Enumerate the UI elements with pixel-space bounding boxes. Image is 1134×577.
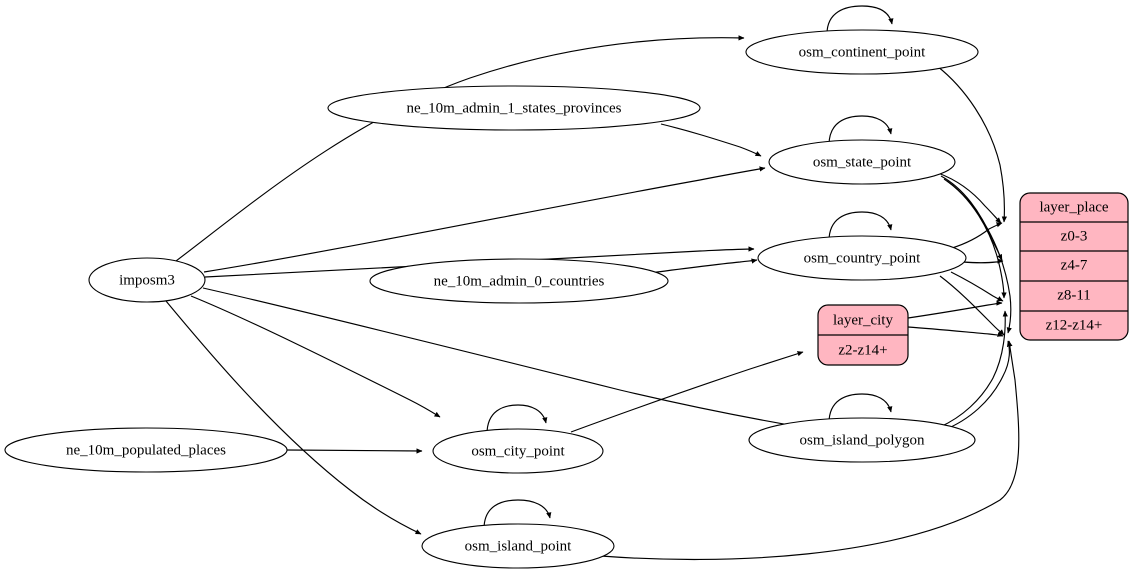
edge-osm-city-point-to-layer-city-z2 [570, 351, 804, 433]
node-imposm3[interactable]: imposm3 [88, 257, 206, 303]
node-layer-city[interactable]: layer_city z2-z14+ [817, 304, 909, 366]
node-label-osm-continent-point: osm_continent_point [799, 44, 926, 60]
edge-osm-country-point-to-layer-place-z4-7 [962, 258, 1004, 264]
node-label-osm-country-point: osm_country_point [804, 250, 921, 266]
edge-imposm3-to-osm-state-point [203, 166, 766, 273]
layer-place-row-z4-7[interactable]: z4-7 [1061, 257, 1088, 273]
edge-imposm3-to-osm-island-polygon [202, 287, 802, 429]
layer-place-body [1019, 192, 1129, 341]
node-label-osm-city-point: osm_city_point [471, 443, 565, 459]
edge-layer-city-to-layer-place-z8-11 [907, 300, 1003, 319]
edge-osm-state-point-to-layer-place-z12 [946, 180, 1012, 334]
edge-osm-country-point-to-layer-place-z0-3 [951, 222, 1003, 249]
node-label-osm-state-point: osm_state_point [813, 154, 912, 170]
edge-osm-state-point-to-layer-place-z0-3 [937, 172, 1002, 224]
edge-imposm3-to-osm-continent-point [175, 35, 745, 262]
node-ne-10m-populated-places[interactable]: ne_10m_populated_places [4, 427, 288, 473]
layer-city-row-z2-z14[interactable]: z2-z14+ [838, 342, 887, 358]
node-layer: imposm3 ne_10m_admin_1_states_provinces … [4, 29, 1129, 569]
edge-ne-admin-0-to-osm-country-point [649, 258, 758, 274]
edge-self-loop-osm-island-point [483, 499, 552, 530]
edge-ne-populated-places-to-osm-city-point [286, 448, 423, 454]
edge-osm-island-polygon-to-layer-place-z8-11 [939, 310, 1008, 428]
edge-osm-island-polygon-to-layer-place-z12 [943, 340, 1013, 431]
edge-osm-island-point-to-layer-place-z12 [600, 340, 1020, 561]
edge-layer-city-to-layer-place-z12 [907, 326, 1004, 337]
layer-city-title: layer_city [833, 312, 893, 328]
edge-osm-continent-point-to-layer-place-z0-3 [936, 65, 1007, 223]
layer-place-row-z12-z14[interactable]: z12-z14+ [1046, 317, 1103, 333]
edge-imposm3-to-osm-country-point [204, 246, 755, 278]
edge-self-loop-osm-continent-point [826, 5, 894, 35]
edge-imposm3-to-osm-island-point [165, 300, 422, 535]
edge-self-loop-osm-state-point [828, 115, 893, 146]
node-ne-10m-admin-1-states-provinces[interactable]: ne_10m_admin_1_states_provinces [327, 85, 701, 131]
layer-place-row-z8-11[interactable]: z8-11 [1057, 287, 1091, 303]
node-osm-island-point[interactable]: osm_island_point [421, 523, 615, 569]
node-osm-country-point[interactable]: osm_country_point [757, 235, 967, 281]
node-label-osm-island-point: osm_island_point [465, 538, 573, 554]
node-label-ne-10m-populated-places: ne_10m_populated_places [66, 442, 226, 458]
node-osm-state-point[interactable]: osm_state_point [768, 139, 956, 185]
edge-self-loop-osm-city-point [486, 404, 548, 435]
edge-imposm3-to-osm-city-point [190, 295, 441, 418]
node-label-ne-10m-admin-0-countries: ne_10m_admin_0_countries [434, 273, 605, 289]
node-osm-continent-point[interactable]: osm_continent_point [745, 29, 979, 75]
edge-self-loop-osm-country-point [828, 211, 893, 242]
layer-place-row-z0-3[interactable]: z0-3 [1061, 228, 1088, 244]
layer-place-title: layer_place [1039, 199, 1108, 215]
node-osm-city-point[interactable]: osm_city_point [432, 428, 604, 474]
node-label-ne-10m-admin-1-states-provinces: ne_10m_admin_1_states_provinces [407, 100, 622, 116]
edge-self-loop-osm-island-polygon [828, 393, 893, 424]
edge-ne-admin-1-to-osm-state-point [660, 123, 762, 157]
edge-layer [165, 5, 1020, 561]
edge-osm-country-point-to-layer-place-z8-11 [950, 271, 1004, 302]
node-label-imposm3: imposm3 [119, 272, 175, 288]
node-label-osm-island-polygon: osm_island_polygon [799, 432, 925, 448]
node-ne-10m-admin-0-countries[interactable]: ne_10m_admin_0_countries [369, 258, 669, 304]
edge-osm-country-point-to-layer-place-z12 [939, 275, 1005, 336]
node-osm-island-polygon[interactable]: osm_island_polygon [748, 417, 976, 463]
node-layer-place[interactable]: layer_place z0-3 z4-7 z8-11 z12-z14+ [1019, 192, 1129, 341]
